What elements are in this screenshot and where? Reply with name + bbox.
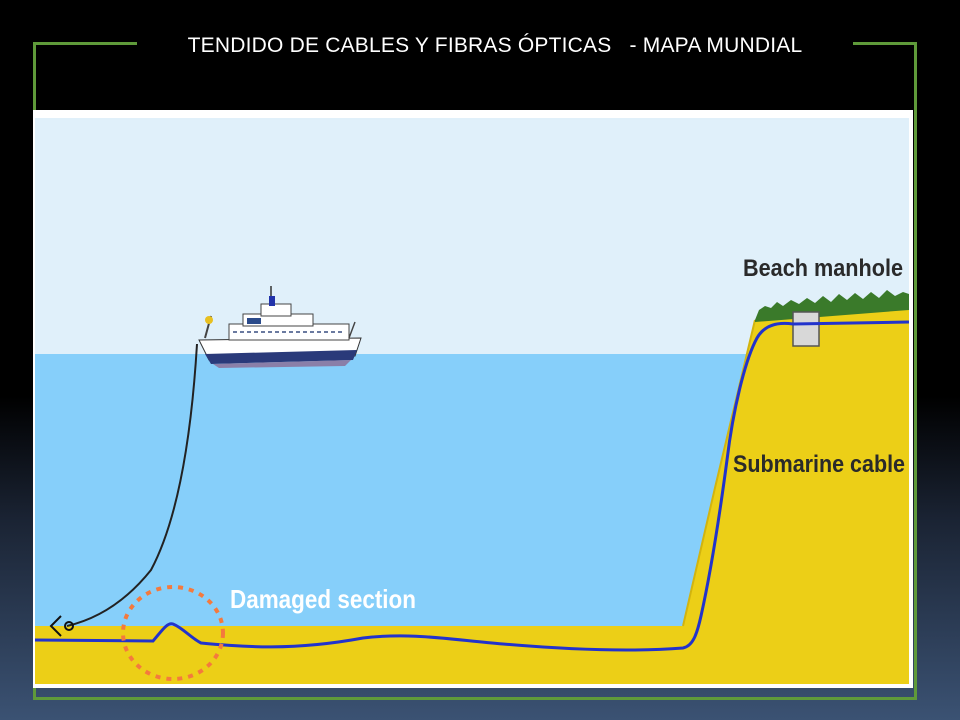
beach-manhole-label: Beach manhole [743, 255, 903, 282]
grapnel-icon [49, 615, 74, 637]
beach-manhole [792, 311, 820, 347]
damage-circle [121, 585, 225, 681]
cable-ship-icon [198, 286, 362, 368]
damaged-section-label: Damaged section [230, 584, 416, 614]
slide-title: TENDIDO DE CABLES Y FIBRAS ÓPTICAS - MAP… [137, 32, 853, 60]
submarine-cable [34, 320, 910, 652]
cable-repair-diagram: Beach manhole Submarine cable Damaged se… [33, 110, 913, 688]
grapnel-line [66, 343, 198, 627]
submarine-cable-label: Submarine cable [733, 451, 905, 478]
shore-land [683, 306, 909, 684]
